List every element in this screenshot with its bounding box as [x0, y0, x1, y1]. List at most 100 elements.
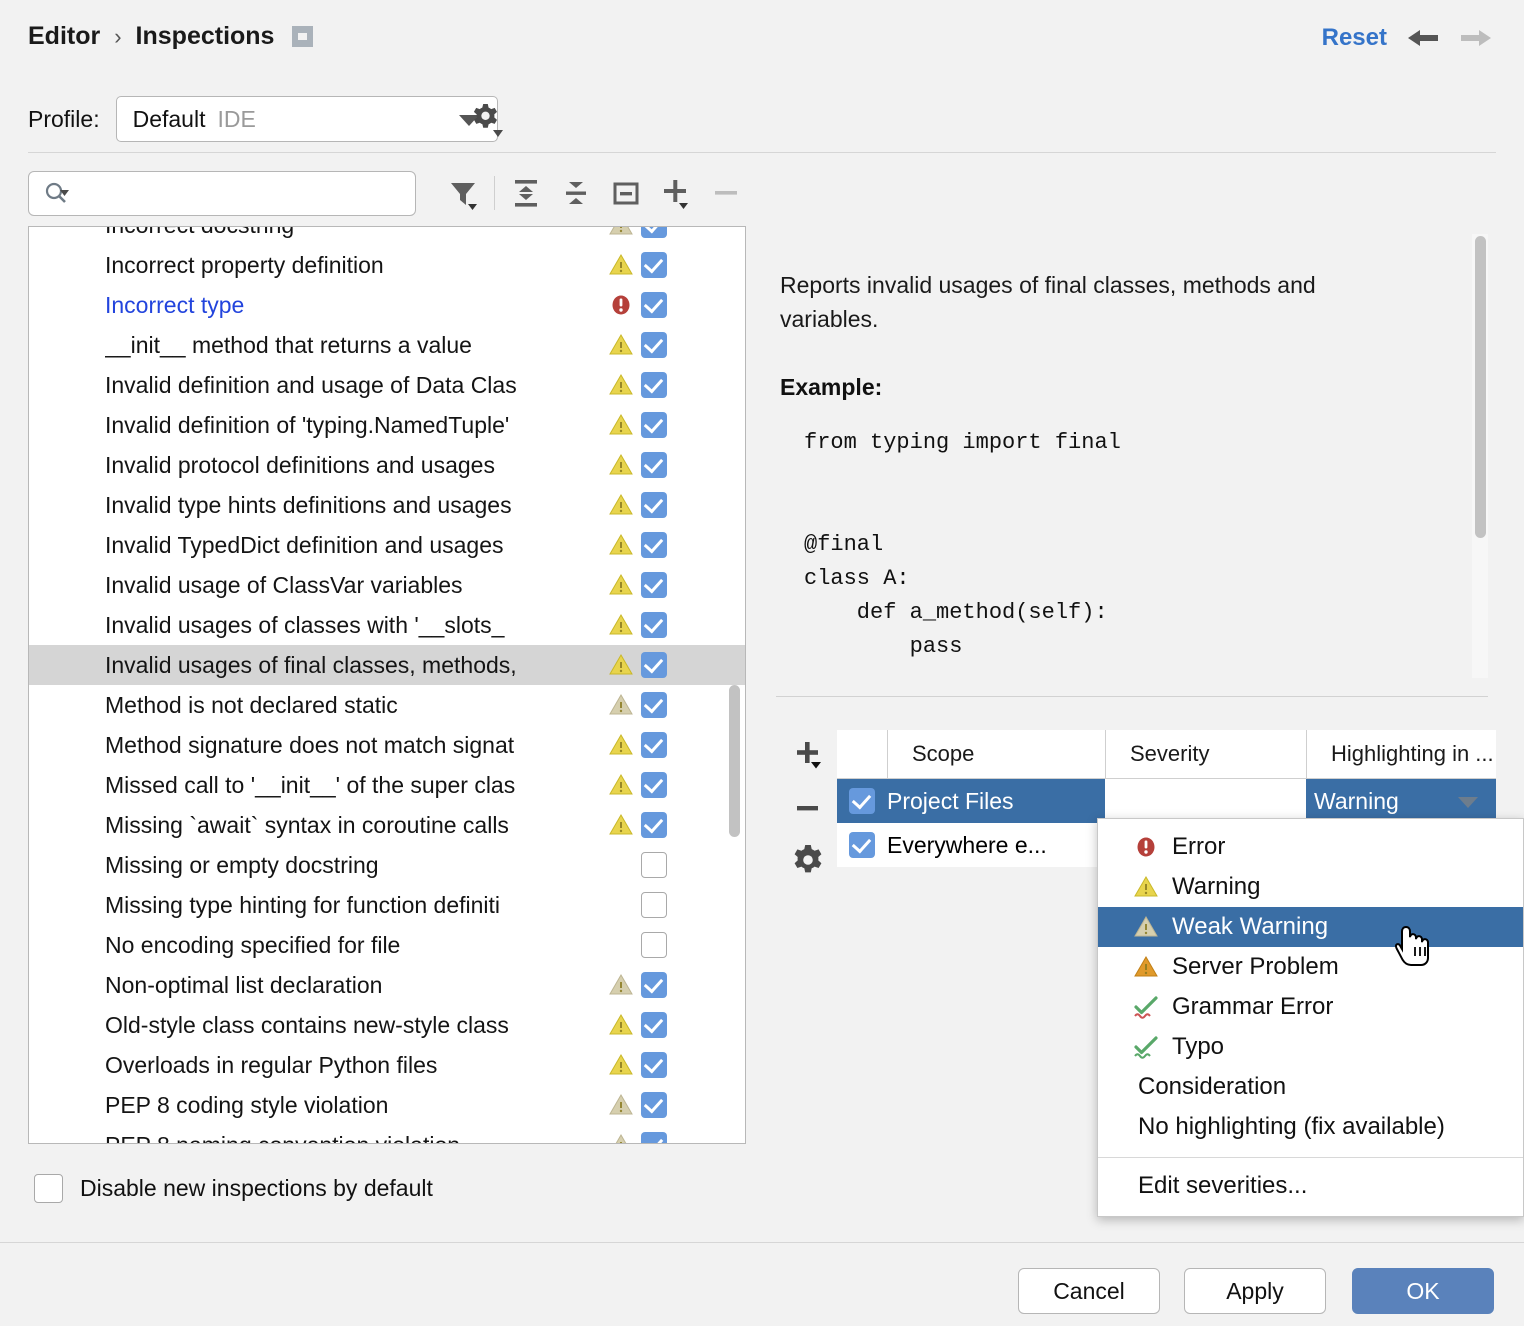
inspection-enabled-checkbox[interactable] [641, 1012, 681, 1038]
scope-col-check[interactable] [837, 730, 887, 778]
inspection-enabled-checkbox[interactable] [641, 852, 681, 878]
list-item[interactable]: Missed call to '__init__' of the super c… [29, 765, 745, 805]
collapse-node-icon[interactable] [601, 170, 651, 216]
inspection-enabled-checkbox[interactable] [641, 1052, 681, 1078]
menu-item-grammar-error[interactable]: Grammar Error [1098, 987, 1523, 1027]
list-item[interactable]: Incorrect type [29, 285, 745, 325]
filter-icon[interactable] [438, 170, 488, 216]
list-item[interactable]: Invalid definition of 'typing.NamedTuple… [29, 405, 745, 445]
inspection-enabled-checkbox[interactable] [641, 412, 681, 438]
list-item[interactable]: Invalid usage of ClassVar variables [29, 565, 745, 605]
list-item[interactable]: Invalid usages of classes with '__slots_ [29, 605, 745, 645]
inspection-enabled-checkbox[interactable] [641, 252, 681, 278]
list-item[interactable]: PEP 8 coding style violation [29, 1085, 745, 1125]
profile-select[interactable]: Default IDE [115, 96, 498, 142]
list-item[interactable]: Non-optimal list declaration [29, 965, 745, 1005]
inspection-enabled-checkbox[interactable] [641, 1092, 681, 1118]
list-item[interactable]: No encoding specified for file [29, 925, 745, 965]
list-item[interactable]: Old-style class contains new-style class [29, 1005, 745, 1045]
menu-item-warning[interactable]: Warning [1098, 867, 1523, 907]
inspection-enabled-checkbox[interactable] [641, 612, 681, 638]
table-row[interactable]: Everywhere e... [837, 823, 1496, 867]
warning-icon [609, 1054, 633, 1075]
list-item[interactable]: PEP 8 naming convention violation [29, 1125, 745, 1143]
list-item[interactable]: Invalid definition and usage of Data Cla… [29, 365, 745, 405]
inspection-enabled-checkbox[interactable] [641, 772, 681, 798]
scope-row-checkbox[interactable] [837, 779, 887, 823]
inspection-enabled-checkbox[interactable] [641, 532, 681, 558]
inspection-enabled-checkbox[interactable] [641, 732, 681, 758]
disable-new-inspections-checkbox[interactable] [34, 1174, 63, 1203]
arrow-right-icon[interactable] [1455, 24, 1497, 52]
cancel-button[interactable]: Cancel [1018, 1268, 1160, 1314]
menu-item-no-highlighting-fix-available[interactable]: No highlighting (fix available) [1098, 1107, 1523, 1147]
checkbox-checked-icon [641, 812, 667, 838]
table-row[interactable]: Project Files Warning [837, 779, 1496, 823]
scope-col-severity[interactable]: Severity [1105, 730, 1306, 778]
list-item[interactable]: Incorrect property definition [29, 245, 745, 285]
checkbox-checked-icon [849, 788, 875, 814]
menu-item-consideration[interactable]: Consideration [1098, 1067, 1523, 1107]
list-item[interactable]: Invalid TypedDict definition and usages [29, 525, 745, 565]
inspection-enabled-checkbox[interactable] [641, 292, 681, 318]
expand-all-icon[interactable] [501, 170, 551, 216]
remove-icon[interactable] [701, 170, 751, 216]
inspection-enabled-checkbox[interactable] [641, 572, 681, 598]
inspection-enabled-checkbox[interactable] [641, 332, 681, 358]
menu-item-error[interactable]: Error [1098, 827, 1523, 867]
search-field[interactable] [28, 170, 416, 216]
inspection-enabled-checkbox[interactable] [641, 492, 681, 518]
apply-button[interactable]: Apply [1184, 1268, 1326, 1314]
inspection-enabled-checkbox[interactable] [641, 1132, 681, 1143]
scope-row-highlighting[interactable]: Warning [1306, 779, 1496, 823]
list-item[interactable]: __init__ method that returns a value [29, 325, 745, 365]
reset-button[interactable]: Reset [1321, 24, 1387, 51]
inspection-enabled-checkbox[interactable] [641, 932, 681, 958]
ok-button[interactable]: OK [1352, 1268, 1494, 1314]
inspection-enabled-checkbox[interactable] [641, 892, 681, 918]
inspection-enabled-checkbox[interactable] [641, 972, 681, 998]
list-item[interactable]: Incorrect docstring [29, 227, 745, 245]
inspection-enabled-checkbox[interactable] [641, 372, 681, 398]
inspections-list[interactable]: Incorrect docstringIncorrect property de… [28, 226, 746, 1144]
list-item[interactable]: Overloads in regular Python files [29, 1045, 745, 1085]
inspections-list-scrollbar[interactable] [726, 227, 742, 1143]
search-input[interactable] [77, 180, 381, 206]
list-item[interactable]: Missing type hinting for function defini… [29, 885, 745, 925]
inspection-enabled-checkbox[interactable] [641, 227, 681, 238]
disable-new-inspections-row[interactable]: Disable new inspections by default [34, 1174, 433, 1203]
remove-scope-icon[interactable] [780, 782, 836, 834]
gear-dropdown-icon[interactable] [465, 100, 505, 145]
add-scope-icon[interactable] [780, 730, 836, 782]
scope-row-severity[interactable] [1105, 779, 1306, 823]
list-item[interactable]: Invalid protocol definitions and usages [29, 445, 745, 485]
description-scrollbar[interactable] [1472, 234, 1488, 678]
scope-row-checkbox[interactable] [837, 823, 887, 867]
menu-item-weak-warning[interactable]: Weak Warning [1098, 907, 1523, 947]
add-icon[interactable] [651, 170, 701, 216]
inspection-enabled-checkbox[interactable] [641, 652, 681, 678]
arrow-left-icon[interactable] [1402, 24, 1444, 52]
list-item[interactable]: Missing `await` syntax in coroutine call… [29, 805, 745, 845]
list-item[interactable]: Missing or empty docstring [29, 845, 745, 885]
menu-item-typo[interactable]: Typo [1098, 1027, 1523, 1067]
warning-icon [609, 1014, 633, 1035]
list-item[interactable]: Method is not declared static [29, 685, 745, 725]
scrollbar-thumb[interactable] [1475, 236, 1486, 538]
list-item[interactable]: Invalid usages of final classes, methods… [29, 645, 745, 685]
scope-col-highlighting[interactable]: Highlighting in ... [1306, 730, 1496, 778]
edit-severities-menu-item[interactable]: Edit severities... [1098, 1166, 1523, 1206]
inspection-enabled-checkbox[interactable] [641, 812, 681, 838]
menu-item-server-problem[interactable]: Server Problem [1098, 947, 1523, 987]
list-item[interactable]: Method signature does not match signat [29, 725, 745, 765]
scope-col-scope[interactable]: Scope [887, 730, 1105, 778]
inspection-name: Overloads in regular Python files [105, 1051, 438, 1078]
inspection-enabled-checkbox[interactable] [641, 692, 681, 718]
inspection-enabled-checkbox[interactable] [641, 452, 681, 478]
scope-settings-gear-icon[interactable] [780, 834, 836, 886]
scrollbar-thumb[interactable] [729, 685, 740, 837]
collapse-all-icon[interactable] [551, 170, 601, 216]
breadcrumb-root[interactable]: Editor [28, 22, 101, 50]
list-item[interactable]: Invalid type hints definitions and usage… [29, 485, 745, 525]
